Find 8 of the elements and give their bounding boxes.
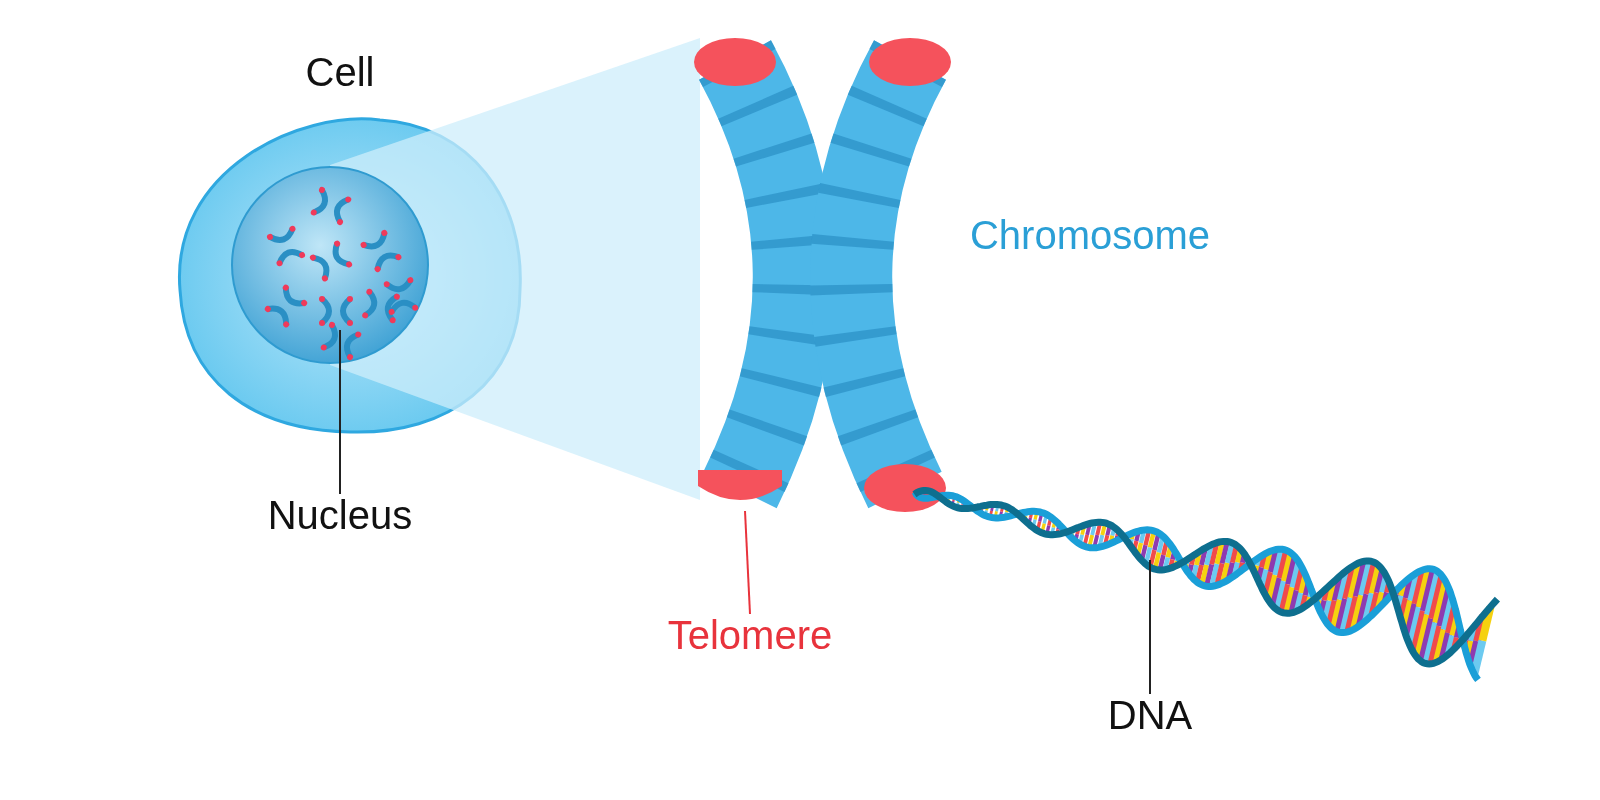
part-label: Cell (304, 49, 376, 96)
part-label: Chromosome (968, 212, 1212, 259)
leader-line (744, 510, 751, 615)
leader-line (339, 329, 341, 495)
part-label: Telomere (640, 610, 860, 660)
part-label: DNA (1090, 690, 1210, 740)
leader-line (1149, 559, 1151, 695)
part-label: Nucleus (240, 490, 440, 540)
